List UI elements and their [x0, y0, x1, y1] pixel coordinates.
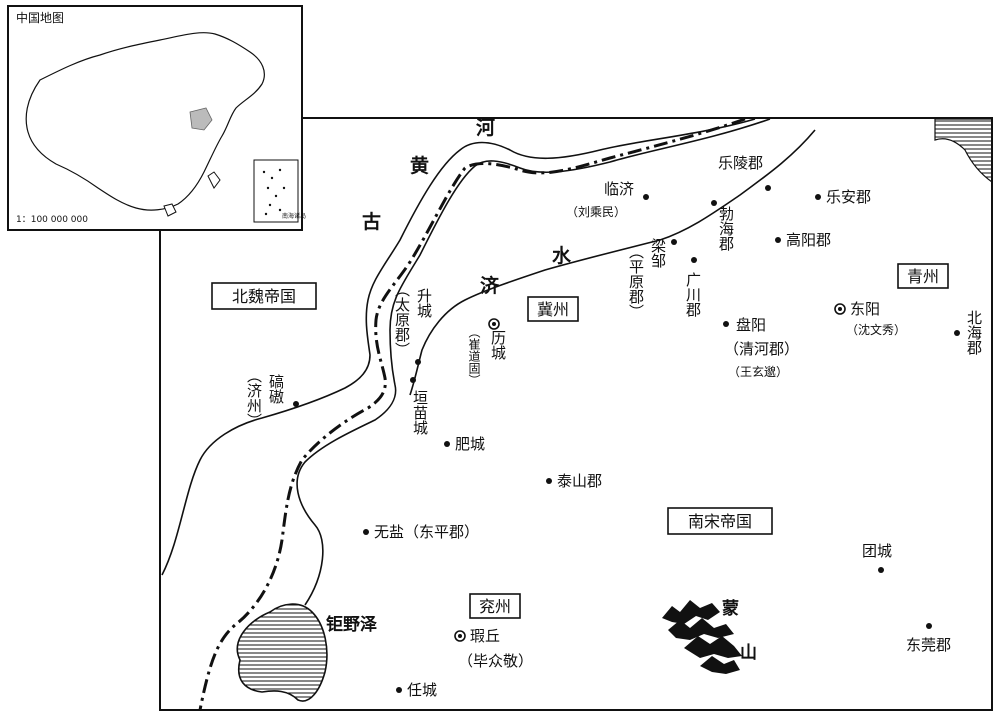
region-qing-label: 青州 — [907, 267, 939, 286]
region-yan-label: 兖州 — [479, 597, 511, 616]
bohai-dot — [711, 200, 717, 206]
place-pingyuan: （平原郡） — [627, 244, 645, 319]
rencheng-dot — [396, 687, 402, 693]
inset-china-outline — [25, 32, 265, 211]
place-feicheng: 肥城 — [455, 435, 485, 453]
place-qinghe: （清河郡） — [724, 340, 799, 358]
region-ji: 冀州 — [527, 296, 579, 322]
place-lean: 乐安郡 — [826, 188, 871, 206]
region-north-wei: 北魏帝国 — [211, 282, 317, 310]
place-bohai: 勃海郡 — [717, 206, 735, 251]
river-label-huang: 黄 — [410, 154, 429, 177]
liangzou-dot — [671, 239, 677, 245]
place-shengcheng: 升城 — [415, 288, 433, 319]
beihai-dot — [954, 330, 960, 336]
place-panyang: 盘阳 — [736, 316, 766, 334]
place-beihai: 北海郡 — [965, 310, 983, 355]
juye-lake-label: 钜野泽 — [326, 614, 377, 635]
panyang-dot — [723, 321, 729, 327]
place-xiaqiu: 瑕丘 — [470, 627, 500, 645]
place-taishan: 泰山郡 — [557, 472, 602, 490]
tuancheng-dot — [878, 567, 884, 573]
place-yuanmiao: 垣苗城 — [411, 390, 429, 436]
inset-taiwan — [207, 171, 221, 189]
sea-area — [934, 118, 993, 184]
meng-label: 蒙 — [722, 598, 739, 619]
river-label-shui: 水 — [552, 245, 572, 267]
shengcheng-dot — [415, 359, 421, 365]
river-label-gu: 古 — [362, 210, 381, 233]
place-jizhou-county: （济州） — [245, 368, 263, 428]
inset-hainan — [163, 203, 177, 217]
ancient-yellow-river — [161, 118, 771, 606]
yuanmiao-dot — [410, 377, 416, 383]
feicheng-dot — [444, 441, 450, 447]
region-ji-label: 冀州 — [537, 300, 569, 319]
place-tuancheng: 团城 — [862, 542, 892, 560]
region-yan: 兖州 — [469, 593, 521, 619]
region-qing: 青州 — [897, 263, 949, 289]
wuyan-dot — [363, 529, 369, 535]
inset-south-sea-box — [253, 159, 299, 223]
dongguan-dot — [926, 623, 932, 629]
inset-highlight-area — [189, 107, 213, 131]
place-gaoyang: 高阳郡 — [786, 231, 831, 249]
place-qinghe-note: （王玄邈） — [728, 364, 788, 379]
place-taiyuan: （太原郡） — [393, 282, 411, 357]
place-liangzou: 梁邹 — [649, 238, 667, 268]
juye-lake — [236, 603, 328, 702]
place-licheng-note: （崔道固） — [467, 326, 481, 386]
place-dongyang: 东阳 — [850, 300, 880, 318]
inset-south-sea-label: 南海诸岛 — [282, 212, 306, 220]
linji-dot — [643, 194, 649, 200]
place-licheng: 历城 — [489, 330, 507, 361]
place-linji: 临济 — [604, 180, 634, 198]
shan-label: 山 — [740, 643, 757, 663]
river-label-ji: 济 — [480, 274, 500, 297]
place-rencheng: 任城 — [407, 681, 437, 699]
place-linji-note: （刘乘民） — [566, 205, 626, 219]
place-leling: 乐陵郡 — [718, 154, 763, 172]
taishan-dot — [546, 478, 552, 484]
inset-title: 中国地图 — [16, 10, 64, 25]
region-north-wei-label: 北魏帝国 — [232, 287, 296, 306]
boundary-line — [198, 117, 746, 711]
place-xiaqiu-note: （毕众敬） — [458, 652, 533, 670]
place-dongguan: 东莞郡 — [906, 636, 951, 654]
place-dongyang-note: （沈文秀） — [846, 322, 906, 337]
inset-scale: 1：100 000 000 — [16, 215, 88, 225]
leling-dot — [765, 185, 771, 191]
meng-mountains — [662, 600, 742, 674]
place-guangchuan: 广川郡 — [684, 272, 702, 317]
guangchuan-dot — [691, 257, 697, 263]
qiao-dot — [293, 401, 299, 407]
region-song-label: 南宋帝国 — [688, 512, 752, 531]
river-label-he: 河 — [476, 117, 495, 139]
place-wuyan: 无盐（东平郡） — [374, 523, 479, 541]
place-qiao: 碻磝 — [267, 374, 285, 405]
gaoyang-dot — [775, 237, 781, 243]
inset-south-sea-islands — [262, 168, 286, 216]
region-song: 南宋帝国 — [667, 507, 773, 535]
ji-river — [409, 129, 816, 396]
lean-dot — [815, 194, 821, 200]
